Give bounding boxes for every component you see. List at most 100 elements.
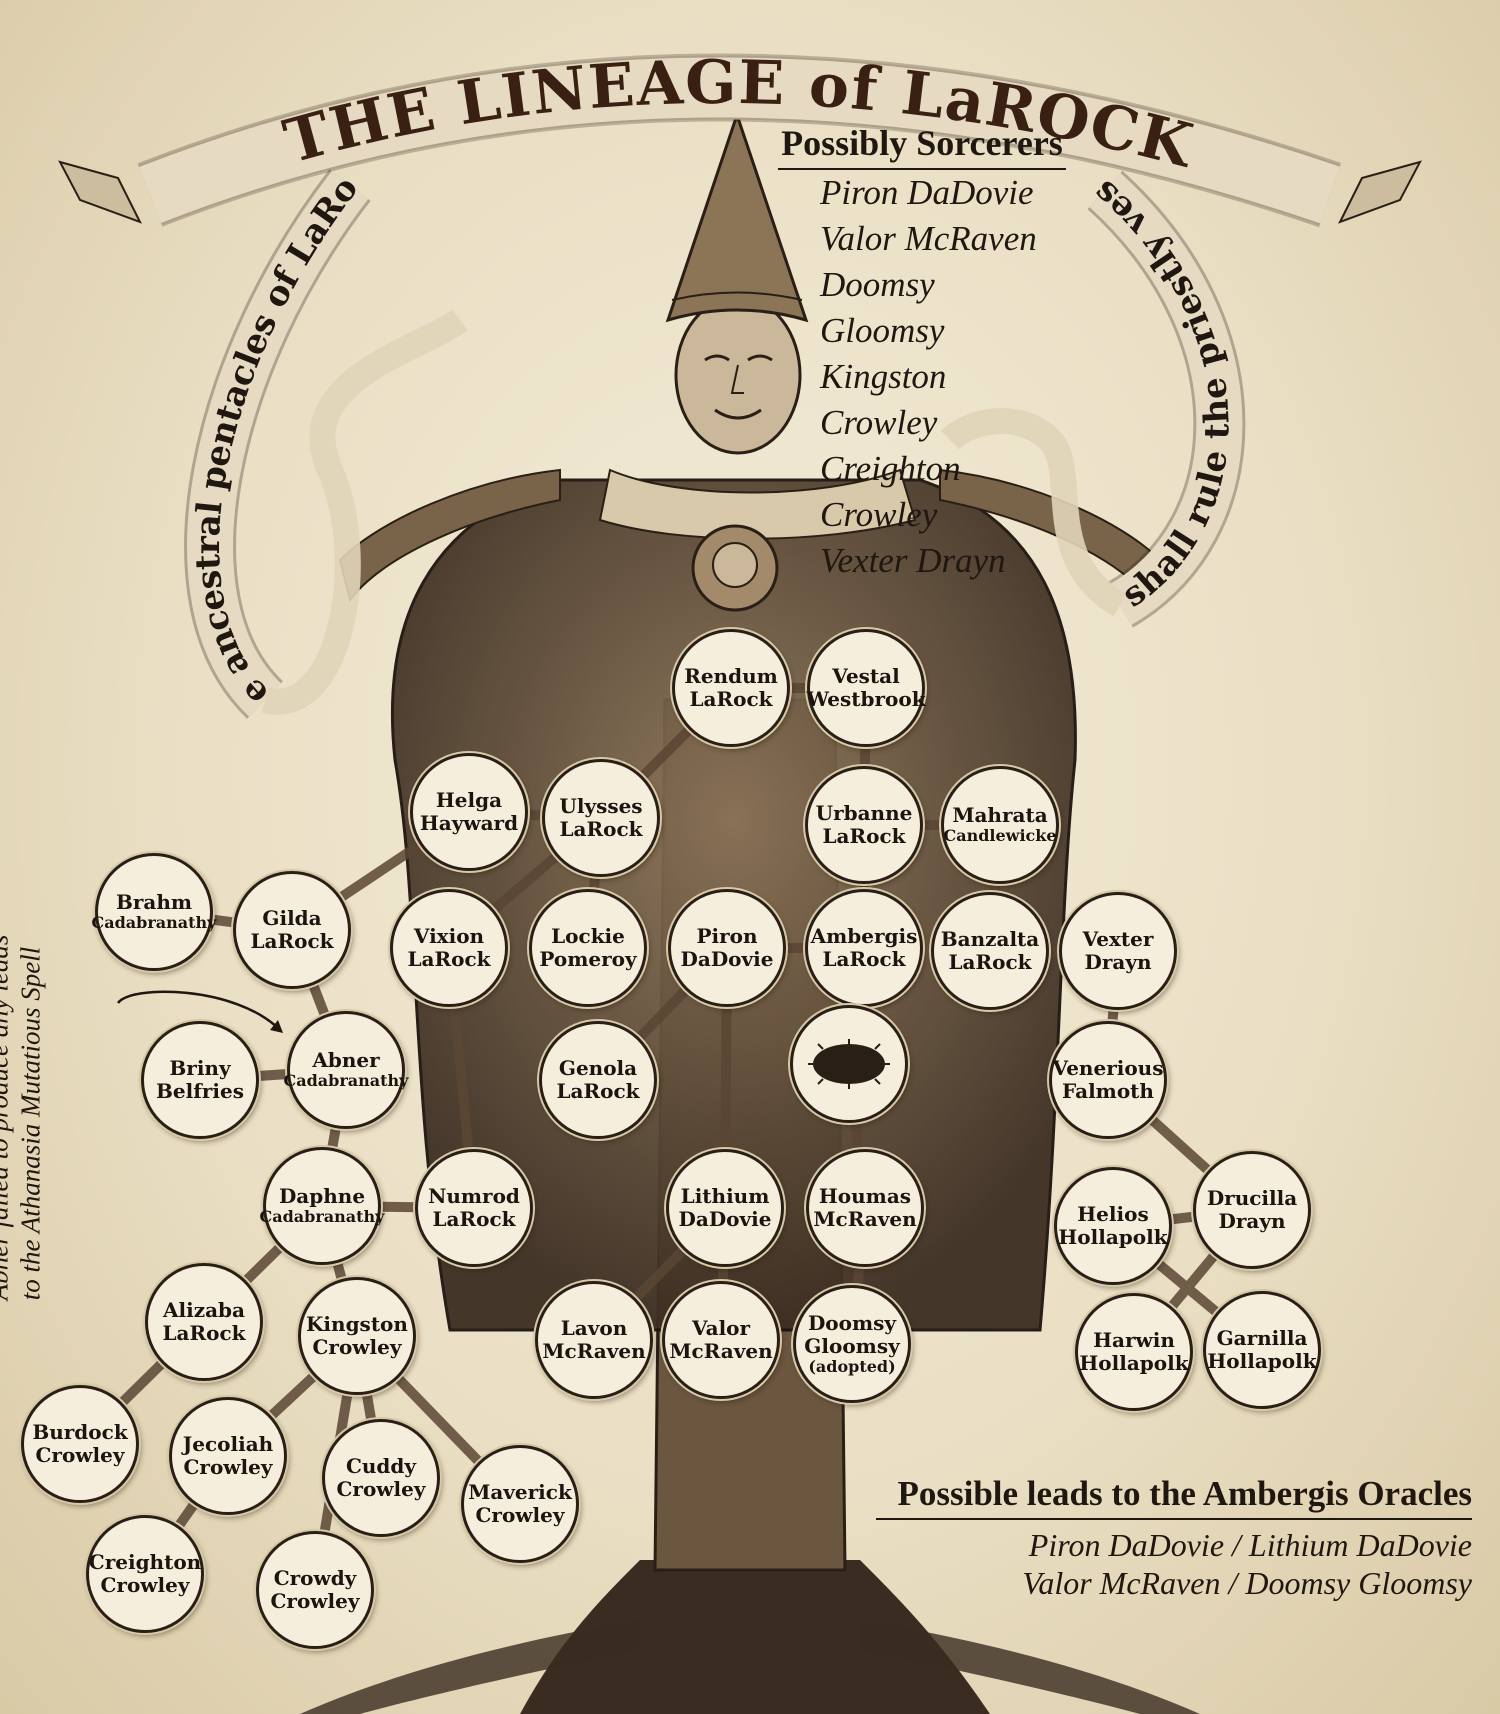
first-name: Vestal (832, 664, 900, 688)
right-scroll (940, 170, 1246, 628)
note-arrowhead (270, 1020, 283, 1033)
tree-roots (300, 1560, 1200, 1714)
first-name: Maverick (468, 1480, 572, 1504)
first-name: Kingston (306, 1312, 408, 1336)
first-name: Numrod (428, 1184, 520, 1208)
first-name: Venerious (1052, 1056, 1164, 1080)
surname: Crowley (183, 1455, 273, 1479)
surname: Cadabranathy (91, 913, 217, 933)
sorcerer-name: Valor McRaven (820, 219, 1037, 258)
surname: Candlewicke (943, 826, 1057, 846)
surname: Pomeroy (539, 947, 637, 971)
surname: Cadabranathy (259, 1207, 385, 1227)
sea-urchin-icon (808, 1039, 890, 1089)
first-name: Garnilla (1216, 1326, 1308, 1350)
first-name: Briny (169, 1056, 231, 1080)
first-name: Gilda (262, 906, 322, 930)
surname: Drayn (1218, 1209, 1286, 1233)
surname: DaDovie (678, 1207, 772, 1231)
title-banner (58, 53, 1422, 228)
sorcerer-name: Piron DaDovie (820, 173, 1034, 212)
first-name: Lockie (551, 924, 625, 948)
first-name: Alizaba (163, 1298, 245, 1322)
first-name: Ambergis (810, 924, 918, 948)
first-name: Lithium (680, 1184, 770, 1208)
sorcerer-name: Vexter Drayn (820, 541, 1006, 580)
first-name: Burdock (32, 1420, 128, 1444)
surname: Crowley (336, 1477, 426, 1501)
first-name: Vixion (413, 924, 485, 948)
surname: McRaven (669, 1339, 773, 1363)
surname: DaDovie (680, 947, 774, 971)
surname: LaRock (822, 824, 906, 848)
surname: LaRock (556, 1079, 640, 1103)
side-note-line: Abner failed to produce any leads (0, 934, 14, 1301)
abner-side-note: Abner failed to produce any leads to the… (0, 935, 47, 1301)
sea-urchin-node (790, 1005, 908, 1123)
first-name: Abner (312, 1048, 380, 1073)
first-name: Helga (435, 788, 503, 812)
sorcerer-name: Kingston Crowley (820, 357, 947, 442)
surname: Gloomsy (804, 1333, 900, 1358)
surname: Hollapolk (1207, 1349, 1317, 1373)
surname: Crowley (312, 1335, 402, 1359)
adopted-note: (adopted) (808, 1356, 896, 1376)
surname: Belfries (156, 1079, 244, 1103)
first-name: Mahrata (952, 803, 1048, 828)
oracle-line: Piron DaDovie / Lithium DaDovie (1028, 1527, 1472, 1563)
surname: LaRock (822, 947, 906, 971)
first-name: Genola (558, 1056, 638, 1080)
sorcerer-name: Creighton Crowley (820, 449, 961, 534)
surname: LaRock (407, 947, 491, 971)
first-name: Creighton (88, 1550, 202, 1574)
pointed-hat (665, 110, 809, 323)
first-name: Daphne (278, 1184, 366, 1209)
first-name: Ulysses (559, 794, 643, 818)
surname: LaRock (432, 1207, 516, 1231)
surname: Crowley (270, 1589, 360, 1613)
first-name: Valor (691, 1316, 751, 1340)
side-note-line: to the Athanasia Mutatious Spell (15, 946, 46, 1301)
surname: Crowley (475, 1503, 565, 1527)
fur-collar (598, 468, 917, 540)
first-name: Lavon (560, 1316, 628, 1340)
sorcerers-heading: Possibly Sorcerers (778, 122, 1066, 170)
surname: Crowley (100, 1573, 190, 1597)
surname: LaRock (250, 929, 334, 953)
first-name: Rendum (684, 664, 778, 688)
oracles-box: Possible leads to the Ambergis Oracles P… (876, 1474, 1472, 1602)
first-name: Helios (1077, 1202, 1149, 1226)
sorcerers-box: Possibly Sorcerers Piron DaDovie Valor M… (778, 122, 1066, 584)
first-name: Doomsy (807, 1310, 897, 1335)
surname: Crowley (35, 1443, 125, 1467)
first-name: Houmas (818, 1184, 912, 1208)
surname: McRaven (813, 1207, 917, 1231)
surname: Hayward (419, 811, 519, 835)
left-scroll (184, 169, 468, 719)
